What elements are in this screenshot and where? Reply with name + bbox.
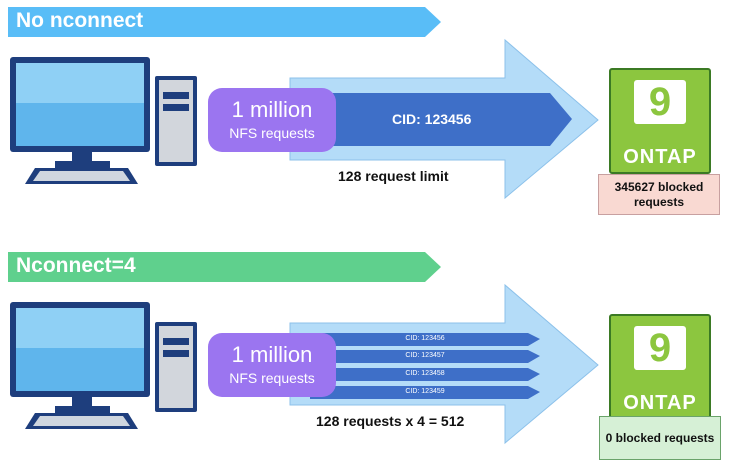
- request-limit-text: 128 requests x 4 = 512: [316, 413, 465, 429]
- connection-arrow: [310, 350, 540, 363]
- connection-arrow: [320, 93, 572, 146]
- ontap-brand: ONTAP: [623, 146, 697, 168]
- request-count: 1 million: [231, 342, 313, 367]
- request-label: NFS requests: [229, 125, 315, 141]
- ontap-logo: 9 ONTAP: [609, 314, 711, 420]
- ontap-logo: 9 ONTAP: [609, 68, 711, 174]
- request-limit-text: 128 request limit: [338, 168, 449, 184]
- connection-id-label: CID: 123457: [405, 352, 445, 359]
- connection-id-label: CID: 123456: [392, 111, 472, 127]
- ontap-nine-icon: 9: [634, 326, 686, 370]
- blocked-requests-box: 0 blocked requests: [599, 416, 721, 460]
- connection-arrow: [310, 386, 540, 399]
- big-transfer-arrow: [289, 283, 599, 445]
- banner-title: Nconnect=4: [16, 254, 136, 277]
- banner-nconnect-4: [8, 252, 441, 282]
- connection-arrow: [310, 333, 540, 346]
- connection-id-label: CID: 123458: [405, 370, 445, 377]
- client-computer-icon: [10, 57, 197, 184]
- banner-title: No nconnect: [16, 9, 144, 32]
- ontap-brand: ONTAP: [623, 392, 697, 414]
- request-count: 1 million: [231, 97, 313, 122]
- blocked-requests-box: 345627 blocked requests: [598, 174, 720, 215]
- request-label: NFS requests: [229, 370, 315, 386]
- connection-id-label: CID: 123456: [405, 335, 445, 342]
- banner-no-nconnect: [8, 7, 441, 37]
- nfs-request-box: 1 million NFS requests: [208, 333, 336, 397]
- ontap-nine-icon: 9: [634, 80, 686, 124]
- connection-arrow: [310, 368, 540, 381]
- connection-id-label: CID: 123459: [405, 388, 445, 395]
- client-computer-icon: [10, 302, 197, 429]
- nfs-request-box: 1 million NFS requests: [208, 88, 336, 152]
